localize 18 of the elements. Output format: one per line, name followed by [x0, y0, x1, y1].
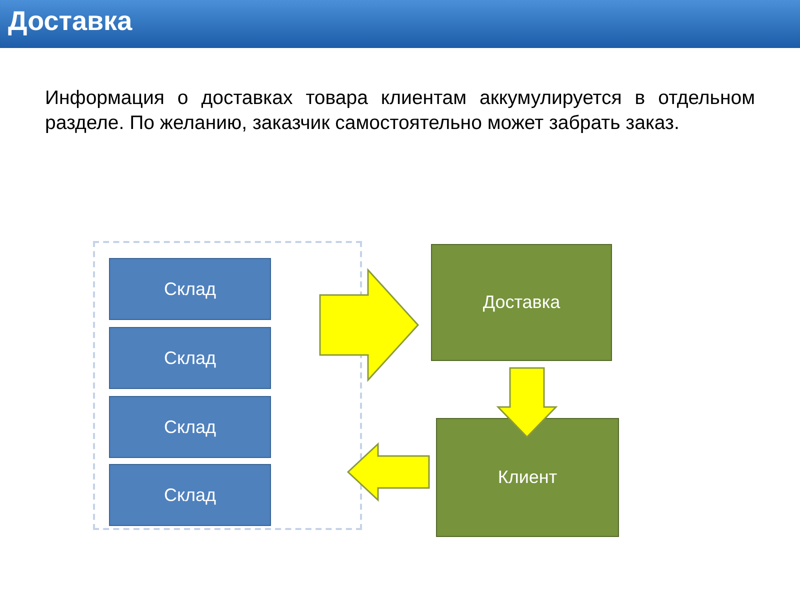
block-arrow — [346, 442, 430, 502]
process-box — [436, 418, 619, 537]
node-label: Склад — [164, 278, 216, 300]
block-arrow — [496, 367, 558, 438]
warehouse-box — [109, 464, 271, 526]
slide-title: Доставка — [8, 6, 132, 37]
node-label: Склад — [164, 484, 216, 506]
node-label: Клиент — [498, 467, 558, 488]
process-box — [431, 244, 612, 361]
description-paragraph: Информация о доставках товара клиентам аккумулируется в отдельном разделе. По желанию, заказчик самостоятельно может забрать заказ. — [45, 86, 755, 136]
warehouse-box — [109, 396, 271, 458]
node-label: Доставка — [482, 292, 560, 313]
block-arrow — [319, 268, 420, 382]
node-label: Склад — [164, 416, 216, 438]
group-frame — [93, 241, 362, 530]
warehouse-box — [109, 327, 271, 389]
warehouse-box — [109, 258, 271, 320]
node-label: Склад — [164, 348, 216, 368]
